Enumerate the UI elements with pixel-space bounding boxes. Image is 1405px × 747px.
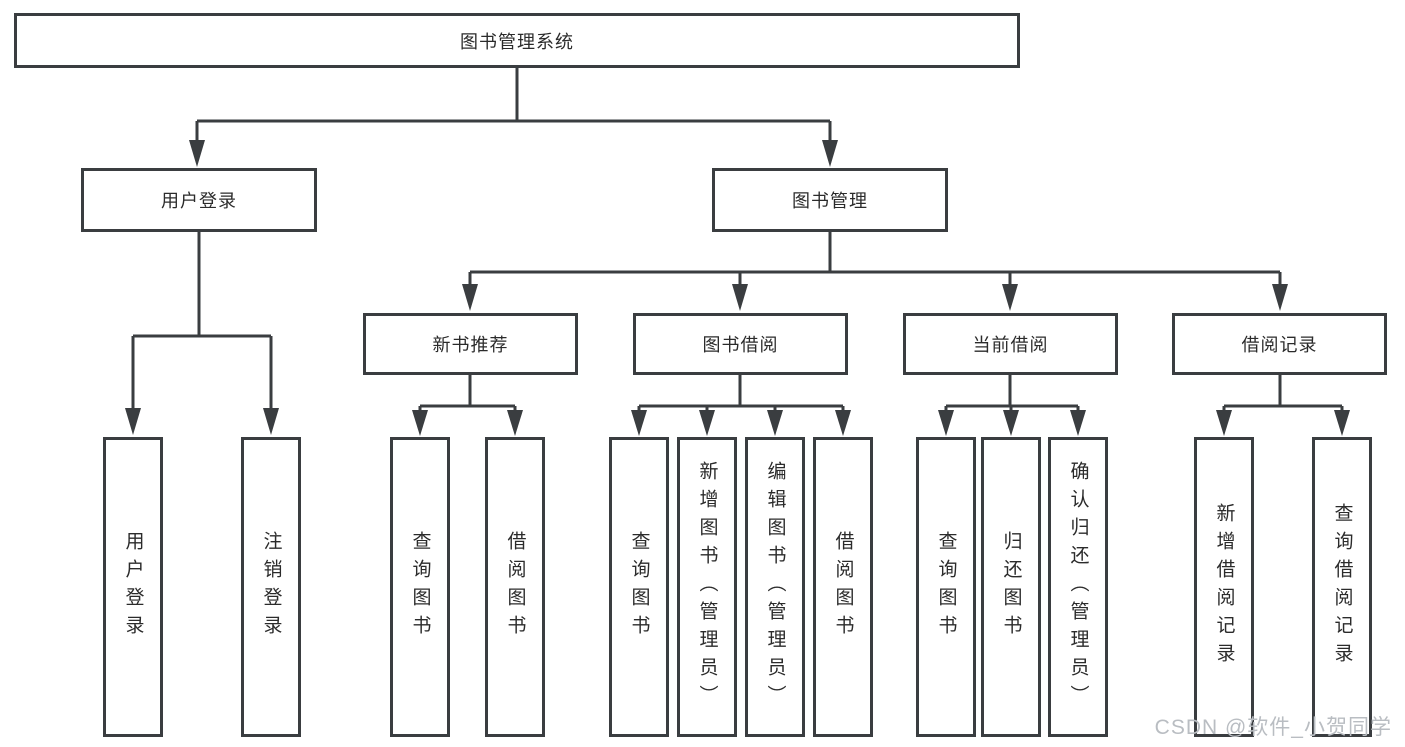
leaf-add-books-admin: 新增图书（管理员） — [677, 437, 737, 737]
branch-new-book-rec — [412, 375, 523, 436]
branch-book-mgmt — [462, 232, 1288, 311]
leaf-confirm-return-admin: 确认归还（管理员） — [1048, 437, 1108, 737]
leaf-label: 用户登录 — [122, 531, 144, 643]
node-library-system: 图书管理系统 — [14, 13, 1020, 68]
node-label: 用户登录 — [161, 191, 237, 211]
arrowhead-icon — [767, 410, 783, 436]
node-user-login: 用户登录 — [81, 168, 317, 232]
leaf-label: 查询图书 — [409, 531, 431, 643]
leaf-query-books-recommend: 查询图书 — [390, 437, 450, 737]
leaf-borrow-books: 借阅图书 — [813, 437, 873, 737]
arrowhead-icon — [1070, 410, 1086, 436]
arrowhead-icon — [732, 284, 748, 311]
branch-book-borrow — [631, 375, 851, 436]
arrowhead-icon — [699, 410, 715, 436]
node-label: 图书管理 — [792, 191, 868, 211]
arrowhead-icon — [822, 140, 838, 167]
node-label: 图书借阅 — [702, 335, 779, 355]
leaf-query-borrow-record: 查询借阅记录 — [1312, 437, 1372, 737]
leaf-logout: 注销登录 — [241, 437, 301, 737]
leaf-label: 注销登录 — [260, 531, 282, 643]
arrowhead-icon — [462, 284, 478, 311]
arrowhead-icon — [263, 408, 279, 435]
arrowhead-icon — [938, 410, 954, 436]
arrowhead-icon — [1334, 410, 1350, 436]
node-label: 借阅记录 — [1241, 335, 1318, 355]
leaf-edit-books-admin: 编辑图书（管理员） — [745, 437, 805, 737]
leaf-label: 查询图书 — [935, 531, 957, 643]
arrowhead-icon — [1002, 284, 1018, 311]
leaf-query-books-current: 查询图书 — [916, 437, 976, 737]
node-borrowing-records: 借阅记录 — [1172, 313, 1387, 375]
leaf-add-borrow-record: 新增借阅记录 — [1194, 437, 1254, 737]
leaf-label: 借阅图书 — [504, 531, 526, 643]
leaf-return-books: 归还图书 — [981, 437, 1041, 737]
node-current-borrowing: 当前借阅 — [903, 313, 1118, 375]
leaf-query-books-borrow: 查询图书 — [609, 437, 669, 737]
leaf-label: 确认归还（管理员） — [1067, 461, 1089, 713]
arrowhead-icon — [1003, 410, 1019, 436]
arrowhead-icon — [125, 408, 141, 435]
arrowhead-icon — [835, 410, 851, 436]
leaf-label: 新增图书（管理员） — [696, 461, 718, 713]
arrowhead-icon — [1216, 410, 1232, 436]
arrowhead-icon — [189, 140, 205, 167]
node-new-book-recommend: 新书推荐 — [363, 313, 578, 375]
leaf-user-login: 用户登录 — [103, 437, 163, 737]
leaf-label: 归还图书 — [1000, 531, 1022, 643]
branch-user-login — [125, 232, 279, 435]
node-book-borrowing: 图书借阅 — [633, 313, 848, 375]
node-label: 当前借阅 — [972, 335, 1049, 355]
leaf-label: 借阅图书 — [832, 531, 854, 643]
node-book-management: 图书管理 — [712, 168, 948, 232]
leaf-label: 查询借阅记录 — [1331, 503, 1353, 671]
branch-root — [189, 68, 838, 167]
arrowhead-icon — [507, 410, 523, 436]
watermark: CSDN @软件_小贺同学 — [1154, 716, 1392, 739]
arrowhead-icon — [631, 410, 647, 436]
branch-current-borrow — [938, 375, 1086, 436]
node-label: 新书推荐 — [432, 335, 509, 355]
arrowhead-icon — [1272, 284, 1288, 311]
branch-borrow-records — [1216, 375, 1350, 436]
node-label: 图书管理系统 — [460, 31, 574, 52]
leaf-label: 查询图书 — [628, 531, 650, 643]
leaf-label: 编辑图书（管理员） — [764, 461, 786, 713]
arrowhead-icon — [412, 410, 428, 436]
leaf-borrow-books-recommend: 借阅图书 — [485, 437, 545, 737]
leaf-label: 新增借阅记录 — [1213, 503, 1235, 671]
